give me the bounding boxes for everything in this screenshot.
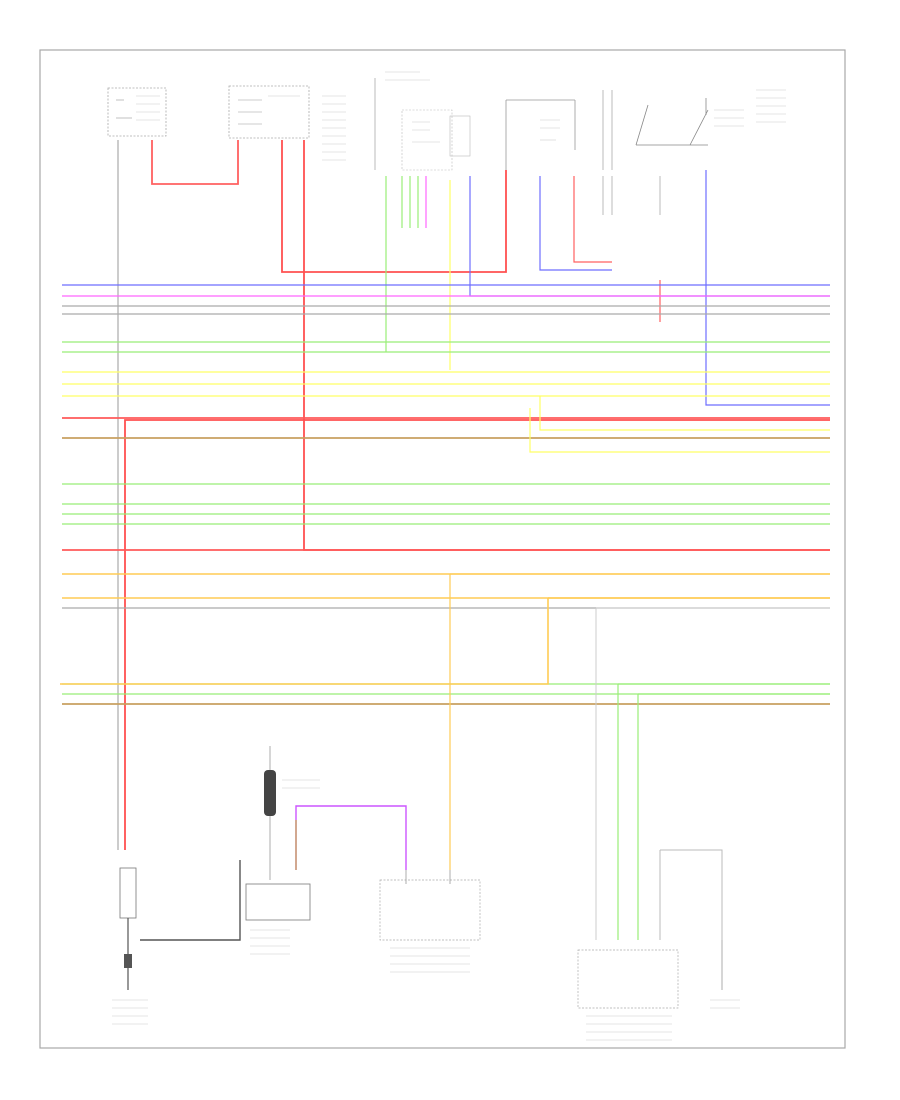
ground-point-left xyxy=(112,867,148,1025)
wire-gray-relay-1 xyxy=(602,176,613,215)
wire-green-down-1 xyxy=(617,683,830,940)
wire-blue-relay xyxy=(539,176,612,271)
wire-pink-sensor xyxy=(295,805,407,870)
wire-red-main-a xyxy=(281,140,507,273)
wire-gray-down-2 xyxy=(659,849,723,940)
wire-black-ground xyxy=(140,860,241,941)
wire-green-ign-2 xyxy=(401,176,419,228)
top-wire-group xyxy=(117,140,830,850)
wire-gray-down xyxy=(595,607,830,940)
wire-red-fusebox-link xyxy=(151,140,239,185)
battery-current-sensor-module xyxy=(245,883,311,955)
bus-wire-group xyxy=(62,284,830,705)
engine-compartment-fuse-box xyxy=(228,85,346,161)
wire-yellow-link-1 xyxy=(529,408,830,453)
wire-orange-down xyxy=(449,573,830,870)
wire-yellow-link-2 xyxy=(539,396,830,431)
diagram-frame xyxy=(39,49,846,1049)
wire-red-battery xyxy=(124,419,830,850)
wire-orange-2 xyxy=(60,597,830,685)
wire-blue-ign xyxy=(469,176,830,297)
wire-blue-right xyxy=(705,170,830,406)
wire-red-relay xyxy=(573,176,612,263)
ground-point-right xyxy=(710,940,740,1009)
engine-control-module-connector xyxy=(379,870,481,973)
ignition-switch-connector xyxy=(374,71,453,171)
battery-current-sensor xyxy=(264,746,320,880)
powertrain-control-module-connector xyxy=(577,949,679,1041)
battery-fuse-box xyxy=(107,87,167,137)
relay-module-b xyxy=(602,89,786,170)
relay-module-a xyxy=(449,99,576,170)
wire-red-main-b xyxy=(303,140,830,551)
wire-green-down-2 xyxy=(637,693,830,940)
